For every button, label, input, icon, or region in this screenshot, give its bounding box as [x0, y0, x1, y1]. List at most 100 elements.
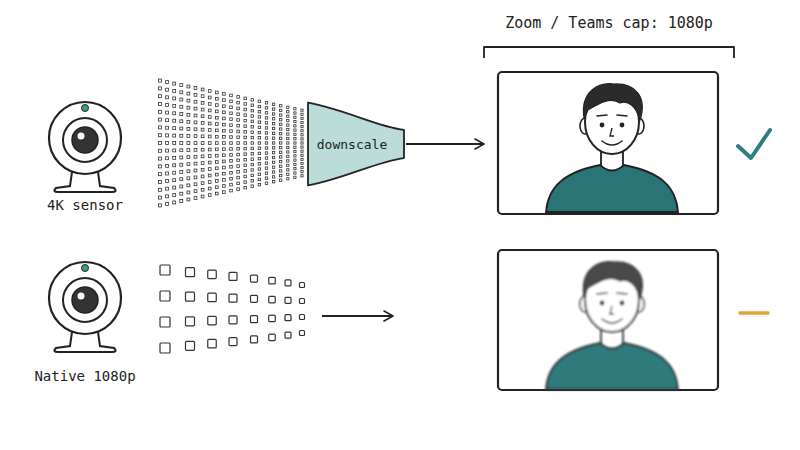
pixel-dot	[294, 159, 296, 161]
pixel-dot	[294, 168, 296, 170]
pixel-dot	[280, 142, 282, 144]
pixel-dot	[301, 150, 303, 152]
pixel-dot	[280, 119, 282, 121]
pixel-dot	[301, 134, 303, 136]
nose	[610, 306, 614, 314]
video-frame	[498, 72, 718, 214]
pixel-dot	[201, 115, 204, 118]
pixel-dot	[287, 124, 289, 126]
pixel-dot	[208, 122, 211, 125]
pixel-dot	[294, 133, 296, 135]
pixel-dot	[173, 149, 176, 152]
pixel-dot	[294, 138, 296, 140]
eyebrows	[597, 293, 627, 294]
webcam-ring	[63, 278, 107, 322]
pixel-dot	[159, 204, 162, 207]
pixel-dot	[251, 115, 253, 117]
pixel-dot	[301, 154, 303, 156]
pixel-dot	[180, 91, 183, 94]
pixel-dot	[187, 198, 190, 201]
pixel-dot	[301, 109, 303, 111]
pixel-dot	[159, 87, 162, 90]
pixel-dot	[258, 137, 260, 139]
pixel-dot	[280, 174, 282, 176]
pixel-dot	[280, 179, 282, 181]
pixel-dot	[208, 116, 211, 119]
device-label: Native 1080p	[15, 368, 155, 384]
pixel-dot	[187, 106, 190, 109]
pixel-dot	[223, 191, 226, 194]
pixel-dot	[194, 121, 197, 124]
pixel-square	[269, 277, 276, 284]
pixel-dot	[187, 191, 190, 194]
pixel-square	[285, 280, 291, 286]
pixel-dot	[173, 179, 176, 182]
pixel-dot	[208, 174, 211, 177]
pixel-dot	[166, 96, 169, 99]
pixel-square	[300, 283, 305, 288]
pixel-dot	[237, 188, 240, 191]
pixel-dot	[201, 188, 204, 191]
pixel-dot	[230, 118, 233, 121]
pixel-dot	[258, 131, 260, 133]
pixel-dot	[215, 104, 218, 107]
pixel-dot	[237, 101, 240, 104]
webcam-icon	[49, 102, 121, 192]
pixel-square	[186, 341, 195, 350]
pixel-dot	[237, 124, 240, 127]
pixel-dot	[166, 126, 169, 129]
pixel-dot	[173, 142, 176, 145]
pixel-dot	[251, 126, 253, 128]
pixel-dot	[187, 92, 190, 95]
pixel-dot	[287, 133, 289, 135]
pixel-dot	[201, 108, 204, 111]
pixel-dot	[159, 165, 162, 168]
pixel-dot	[159, 134, 162, 137]
pixel-dot	[208, 109, 211, 112]
pixel-dot	[265, 157, 267, 159]
pixel-dot	[265, 107, 267, 109]
pixel-dot	[244, 175, 247, 178]
pixel-dot	[251, 158, 253, 160]
pixel-dot	[280, 114, 282, 116]
pixel-dot	[265, 122, 267, 124]
flow-arrow	[322, 315, 393, 317]
pixel-dot	[194, 148, 197, 151]
bracket	[484, 47, 734, 58]
pixel-dot	[294, 112, 296, 114]
pixel-dot	[180, 178, 183, 181]
pixel-dot	[251, 99, 253, 101]
pixel-dot	[159, 110, 162, 113]
pixel-dot	[223, 93, 226, 96]
pixel-dot	[201, 195, 204, 198]
pixel-dot	[258, 121, 260, 123]
pixel-dot	[187, 170, 190, 173]
pixel-dot	[272, 127, 274, 129]
pixel-dot	[180, 98, 183, 101]
pixel-dot	[294, 108, 296, 110]
pixel-dot	[280, 105, 282, 107]
pixel-dot	[194, 93, 197, 96]
pixel-dot	[251, 174, 253, 176]
node-label: downscale	[317, 137, 387, 152]
pixel-dot	[194, 162, 197, 165]
pixel-dot	[258, 142, 260, 144]
pixel-dot	[173, 134, 176, 137]
pixel-dot	[215, 91, 218, 94]
pixel-dot	[223, 160, 226, 163]
pixel-dot	[208, 90, 211, 93]
eye	[620, 301, 625, 306]
pixel-dot	[166, 172, 169, 175]
pixel-dot	[287, 106, 289, 108]
pixel-dot	[265, 167, 267, 169]
pixel-dot	[166, 187, 169, 190]
pixel-square	[186, 317, 195, 326]
pixel-dot	[208, 129, 211, 132]
pixel-dot	[294, 142, 296, 144]
pixel-dot	[280, 137, 282, 139]
coarse-pixel-grid	[160, 265, 305, 353]
pixel-dot	[187, 120, 190, 123]
smile	[602, 319, 622, 323]
device-label: 4K sensor	[15, 197, 155, 213]
pixel-square	[186, 292, 195, 301]
